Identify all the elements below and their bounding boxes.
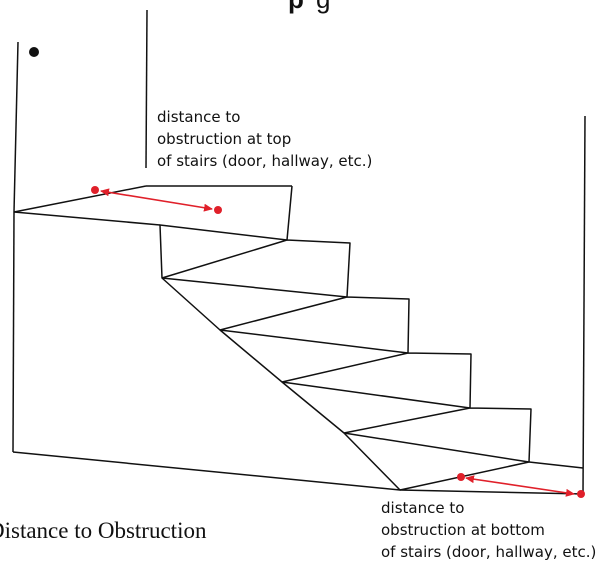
bottom-label-line-3: of stairs (door, hallway, etc.)	[381, 543, 596, 561]
bullet-dot	[29, 47, 39, 57]
bottom-start-dot	[457, 473, 465, 481]
top-label-line-1: distance to	[157, 108, 240, 126]
caption: Distance to Obstruction	[0, 518, 207, 543]
top-label-line-3: of stairs (door, hallway, etc.)	[157, 152, 372, 170]
top-start-dot	[91, 186, 99, 194]
bottom-label-line-2: obstruction at bottom	[381, 521, 545, 539]
bottom-distance-arrow	[457, 473, 585, 498]
top-obstruction-label: distance to obstruction at top of stairs…	[157, 108, 372, 170]
top-label-line-2: obstruction at top	[157, 130, 291, 148]
cropped-title-fragment: p	[288, 0, 304, 14]
bottom-end-dot	[577, 490, 585, 498]
back-wall	[13, 9, 148, 213]
bottom-obstruction-label: distance to obstruction at bottom of sta…	[381, 499, 596, 561]
bottom-label-line-1: distance to	[381, 499, 464, 517]
right-wall	[582, 115, 586, 495]
top-end-dot	[214, 206, 222, 214]
staircase	[12, 185, 585, 495]
top-distance-arrow	[91, 186, 222, 214]
cropped-title-fragment-2: g	[316, 0, 330, 14]
